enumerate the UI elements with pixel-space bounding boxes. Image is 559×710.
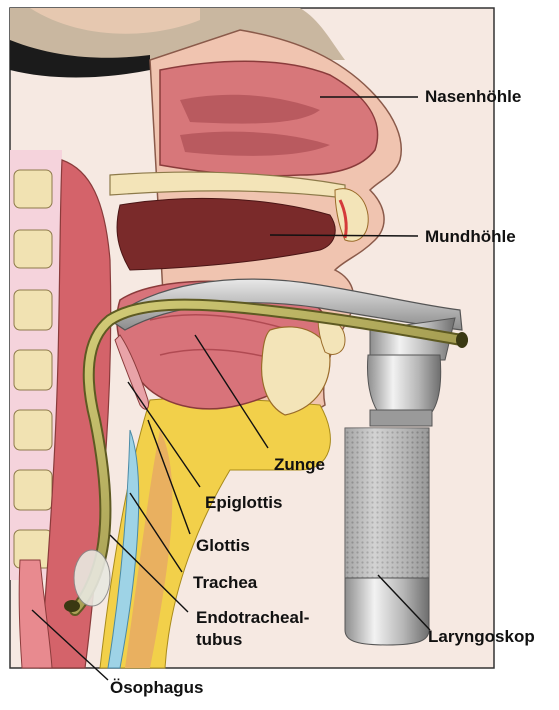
handle-collar — [370, 410, 432, 426]
label-laryngoskop: Laryngoskop — [428, 627, 535, 647]
vertebra — [14, 230, 52, 268]
label-tubus-line1: Endotracheal- — [196, 608, 309, 628]
vertebra — [14, 410, 52, 450]
label-zunge: Zunge — [274, 455, 325, 475]
label-oesophagus: Ösophagus — [110, 678, 204, 698]
vertebra — [14, 350, 52, 390]
tube-opening — [456, 332, 468, 348]
label-trachea: Trachea — [193, 573, 257, 593]
label-mundhoehle: Mundhöhle — [425, 227, 516, 247]
handle-base — [345, 578, 429, 645]
laryngoscope-neck — [367, 355, 440, 412]
vertebra — [14, 290, 52, 330]
label-nasenhoehle: Nasenhöhle — [425, 87, 521, 107]
label-tubus-line2: tubus — [196, 630, 242, 650]
label-epiglottis: Epiglottis — [205, 493, 282, 513]
tube-tip — [64, 600, 80, 612]
vertebra — [14, 170, 52, 208]
tube-cuff — [74, 550, 110, 606]
label-glottis: Glottis — [196, 536, 250, 556]
leader-mundhoehle — [270, 235, 418, 236]
vertebra — [14, 470, 52, 510]
